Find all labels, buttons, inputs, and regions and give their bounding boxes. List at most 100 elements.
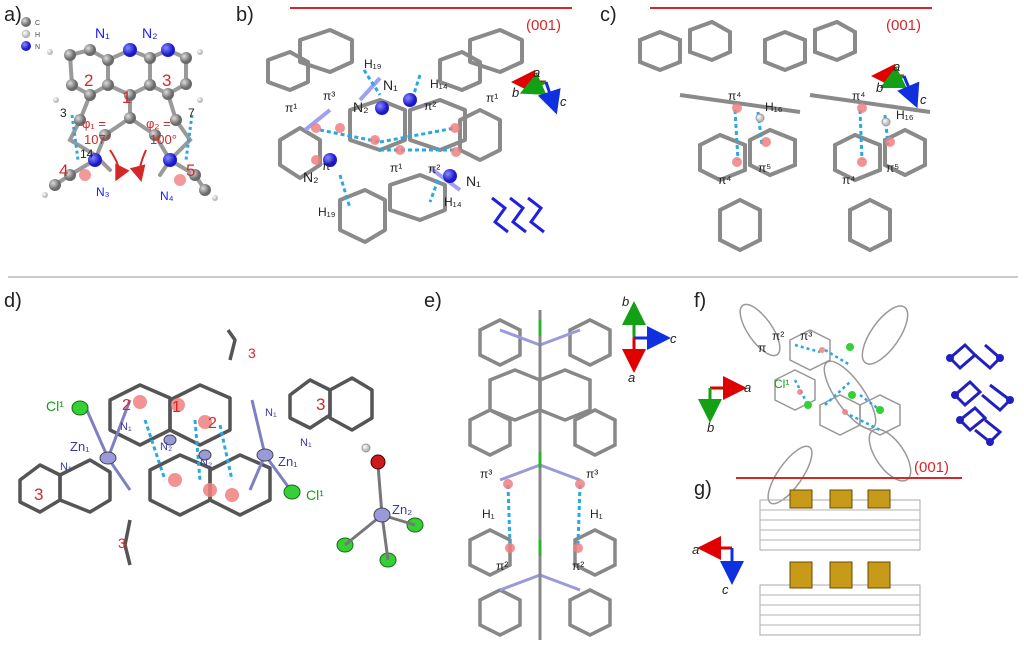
a-label-n2: N₂ [142,25,158,41]
d-label-ring2a: 2 [122,397,131,414]
legend-h-label: H [35,32,40,39]
b-label-n1: N₁ [383,77,398,93]
b-label-h19: H₁₉ [364,57,382,71]
a-label-atom3: 3 [60,106,67,120]
a-label-n1: N₁ [95,25,110,41]
c-label-pi5a: π⁵ [758,161,771,175]
b-label-pi3a: π³ [323,89,335,103]
c-label-pi4c: π⁴ [718,173,731,187]
d-label-ring3c: 3 [34,485,43,504]
e-axis-a: a [628,370,635,385]
a-label-phi1-line2: 107° [84,132,111,147]
legend-nitrogen-sphere [21,41,31,51]
c-label-pi4d: π⁴ [842,173,855,187]
d-label-ring2b: 2 [208,415,217,432]
a-label-atom14: 14 [80,147,94,161]
b-axis-a: a [533,65,540,80]
d-label-ring3b: 3 [316,395,325,414]
panel-c-packing: (001) π⁴ π⁴ H₁₆ H₁₆ [638,7,932,253]
legend-carbon-sphere [21,17,31,27]
f-label-pi2: π² [772,329,784,343]
d-label-cl1: Cl¹ [46,398,64,414]
c-label-pi4b: π⁴ [852,89,865,103]
b-label-n2b: N₂ [303,169,319,185]
b-label-pi1c: π¹ [390,161,402,175]
panel-label-f: f) [694,290,707,312]
a-label-phi2-line2: 100° [150,132,177,147]
e-label-pi3a: π³ [480,467,492,481]
d-label-zn1b: Zn₁ [278,454,298,469]
c-axis-b: b [876,80,883,95]
g-axis-c: c [722,582,729,597]
d-label-n1a: N₁ [120,421,132,433]
d-label-zn1a: Zn₁ [70,439,90,454]
b-herringbone-icon [491,196,545,234]
a-label-ring3: 3 [162,71,171,90]
e-label-pi2b: π² [572,559,584,573]
f-axis-a: a [744,380,751,395]
b-plane-label: (001) [526,17,561,34]
panel-a-molecule: C H N [21,17,218,203]
panel-g-packing: (001) a c [692,459,962,636]
b-label-h14: H₁₄ [430,77,448,91]
panel-f-packing: π² π³ π Cl¹ a b [698,303,1014,505]
d-label-n1c: N₁ [265,407,277,419]
b-label-h14b: H₁₄ [444,195,462,209]
d-label-cl2: Cl¹ [306,487,324,503]
c-label-pi5b: π⁵ [886,161,899,175]
f-motif-icon [947,342,1013,445]
e-label-h1b: H₁ [590,507,603,521]
panel-label-e: e) [424,290,442,312]
panel-label-a: a) [4,4,22,26]
b-axis-b: b [512,85,519,100]
b-label-h19b: H₁₉ [318,205,336,219]
legend-n-label: N [35,44,40,51]
e-label-pi2a: π² [496,559,508,573]
panel-label-d: d) [4,290,22,312]
e-label-pi3b: π³ [586,467,598,481]
panel-e-packing: π³ π³ H₁ H₁ π² π² b c a [468,294,677,640]
g-layer-bottom [759,584,921,636]
legend-c-label: C [35,20,40,27]
c-plane-label: (001) [886,17,921,34]
c-label-h16a: H₁₆ [765,100,783,114]
f-axis-b: b [707,420,714,435]
a-label-phi1-line1: φ₁ = [82,116,106,131]
panel-d-complex: Cl¹ Cl¹ Zn₁ Zn₁ Zn₂ N₁ N₁ N₁ N₁ N₂ N₂ 3 … [18,328,424,568]
a-label-n3: N₃ [96,185,110,199]
d-label-n2b: N₂ [200,457,212,469]
d-label-n1d: N₁ [300,437,312,449]
b-label-pi1b: π¹ [486,91,498,105]
c-axis-a: a [893,59,900,74]
c-label-h16b: H₁₆ [896,108,914,122]
g-plane-label: (001) [914,459,949,476]
b-label-n1b: N₁ [466,173,481,189]
d-label-n2a: N₂ [160,441,172,453]
c-label-pi4a: π⁴ [728,89,741,103]
a-label-n4: N₄ [160,189,174,203]
panel-label-b: b) [236,4,254,26]
a-label-phi2-line1: φ₂ = [146,116,171,131]
d-label-ring3d: 3 [118,535,126,551]
panel-label-c: c) [600,4,617,26]
f-label-pi-left: π [758,341,766,355]
d-label-n1b: N₁ [60,461,72,473]
e-axis-c: c [670,331,677,346]
f-label-pi3: π³ [800,329,812,343]
a-label-ring2: 2 [84,71,93,90]
e-label-h1a: H₁ [482,507,495,521]
b-label-pi2b: π² [428,162,440,176]
legend-hydrogen-sphere [21,29,31,39]
d-label-zn2: Zn₂ [392,502,412,517]
b-label-pi1a: π¹ [285,101,297,115]
a-label-atom7: 7 [188,106,195,120]
panel-label-g: g) [694,478,712,500]
g-axis-a: a [692,542,699,557]
c-axis-c: c [920,92,927,107]
panel-b-packing: (001) [266,7,572,244]
a-label-ring5: 5 [186,161,195,180]
b-label-pi2a: π² [424,99,436,113]
b-label-n2: N₂ [353,99,369,115]
f-label-cl: Cl¹ [774,377,789,391]
